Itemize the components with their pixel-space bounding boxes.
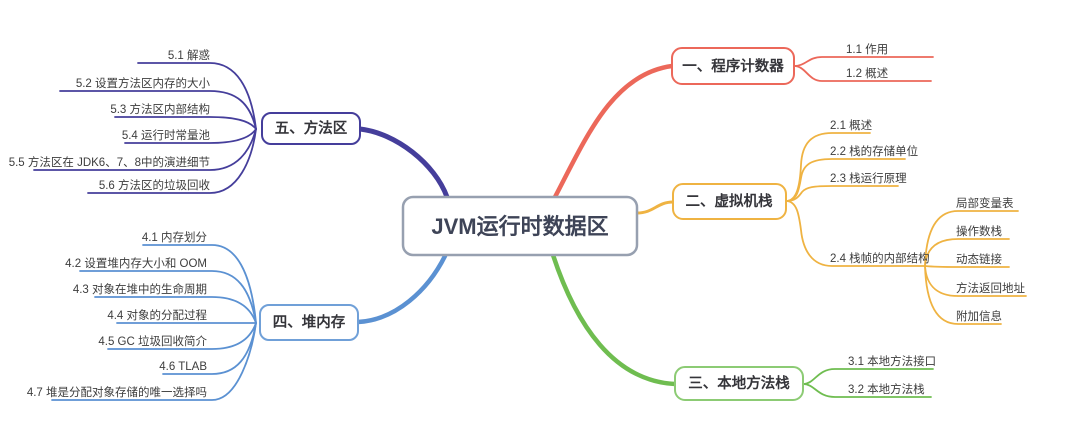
subtopic-label[interactable]: 4.2 设置堆内存大小和 OOM bbox=[65, 256, 207, 270]
topic-box-method-area[interactable] bbox=[261, 112, 361, 145]
subtopic-connector bbox=[137, 62, 257, 130]
subtopic-label[interactable]: 3.1 本地方法接口 bbox=[848, 354, 936, 368]
branch-vm-stack: 二、虚拟机栈 2.1 概述 2.2 栈的存储单位 2.3 栈运行原理 2.4 栈… bbox=[635, 119, 1027, 325]
subtopic-label[interactable]: 2.4 栈帧的内部结构 bbox=[830, 251, 930, 265]
subtopic-label[interactable]: 附加信息 bbox=[956, 309, 1002, 323]
central-topic-box[interactable] bbox=[401, 195, 639, 257]
subtopic-label[interactable]: 5.6 方法区的垃圾回收 bbox=[99, 178, 211, 192]
subtopic-connector bbox=[793, 65, 932, 82]
branch-curve bbox=[357, 126, 450, 200]
subtopic-connector bbox=[142, 244, 257, 324]
subtopic-label[interactable]: 4.7 堆是分配对象存储的唯一选择吗 bbox=[27, 385, 207, 399]
topic-label-native-method-stack[interactable]: 三、本地方法栈 bbox=[688, 374, 790, 392]
subtopic-connector bbox=[107, 322, 257, 350]
subtopic-label[interactable]: 操作数栈 bbox=[956, 224, 1002, 238]
topic-box-heap[interactable] bbox=[259, 304, 359, 341]
subtopic-connector bbox=[785, 200, 926, 267]
subtopic-label[interactable]: 4.3 对象在堆中的生命周期 bbox=[73, 282, 207, 296]
subtopic-connector bbox=[87, 128, 257, 194]
subtopic-connector bbox=[924, 210, 1019, 267]
branch-curve bbox=[635, 200, 675, 215]
central-topic: JVM运行时数据区 bbox=[401, 195, 639, 257]
branch-native-method-stack: 三、本地方法栈 3.1 本地方法接口 3.2 本地方法栈 bbox=[550, 252, 936, 401]
subtopic-label[interactable]: 5.2 设置方法区内存的大小 bbox=[76, 76, 211, 90]
branch-method-area: 五、方法区 5.1 解惑 5.2 设置方法区内存的大小 5.3 方法区内部结构 … bbox=[9, 48, 450, 200]
subtopic-label[interactable]: 4.4 对象的分配过程 bbox=[107, 308, 207, 322]
topic-box-program-counter[interactable] bbox=[671, 47, 795, 85]
subtopic-connector bbox=[79, 270, 257, 324]
subtopic-label[interactable]: 2.2 栈的存储单位 bbox=[830, 144, 918, 158]
branch-curve bbox=[355, 253, 448, 325]
subtopic-connector bbox=[59, 90, 257, 130]
subtopic-label[interactable]: 2.3 栈运行原理 bbox=[830, 171, 907, 185]
subtopic-connector bbox=[924, 265, 1002, 325]
subtopic-label[interactable]: 方法返回地址 bbox=[956, 281, 1025, 295]
subtopic-connector bbox=[924, 238, 1010, 267]
subtopic-label[interactable]: 4.5 GC 垃圾回收简介 bbox=[98, 334, 207, 348]
subtopic-label[interactable]: 动态链接 bbox=[956, 252, 1002, 266]
subtopic-connector bbox=[124, 128, 257, 144]
topic-label-vm-stack[interactable]: 二、虚拟机栈 bbox=[686, 192, 773, 210]
subtopic-connector bbox=[793, 56, 934, 67]
topic-box-vm-stack[interactable] bbox=[672, 183, 787, 220]
subtopic-label[interactable]: 5.1 解惑 bbox=[168, 48, 210, 62]
branch-program-counter: 一、程序计数器 1.1 作用 1.2 概述 bbox=[552, 43, 934, 200]
subtopic-connector bbox=[802, 368, 934, 385]
subtopic-connector bbox=[785, 132, 871, 202]
subtopic-connector bbox=[114, 116, 257, 130]
subtopic-connector bbox=[785, 185, 899, 202]
topic-label-program-counter[interactable]: 一、程序计数器 bbox=[682, 57, 784, 75]
branch-curve bbox=[550, 252, 678, 387]
topic-box-native-method-stack[interactable] bbox=[674, 366, 804, 401]
subtopic-connector bbox=[33, 128, 257, 171]
subtopic-label[interactable]: 1.2 概述 bbox=[846, 67, 889, 80]
subtopic-label[interactable]: 3.2 本地方法栈 bbox=[848, 382, 925, 396]
subtopic-connector bbox=[785, 158, 906, 202]
subtopic-connector bbox=[802, 383, 932, 398]
subtopic-label[interactable]: 局部变量表 bbox=[956, 196, 1014, 210]
subtopic-label[interactable]: 4.6 TLAB bbox=[159, 361, 207, 373]
topic-label-method-area[interactable]: 五、方法区 bbox=[275, 119, 348, 137]
subtopic-label[interactable]: 5.3 方法区内部结构 bbox=[110, 102, 210, 116]
branch-curve bbox=[552, 63, 675, 200]
central-topic-label[interactable]: JVM运行时数据区 bbox=[431, 214, 608, 239]
subtopic-connector bbox=[924, 265, 1010, 268]
subtopic-label[interactable]: 4.1 内存划分 bbox=[142, 230, 208, 244]
branch-heap: 四、堆内存 4.1 内存划分 4.2 设置堆内存大小和 OOM 4.3 对象在堆… bbox=[27, 230, 448, 401]
topic-label-heap[interactable]: 四、堆内存 bbox=[273, 313, 346, 331]
subtopic-connector bbox=[51, 322, 257, 401]
subtopic-label[interactable]: 2.1 概述 bbox=[830, 119, 873, 132]
subtopic-label[interactable]: 5.5 方法区在 JDK6、7、8中的演进细节 bbox=[9, 155, 210, 169]
subtopic-label[interactable]: 5.4 运行时常量池 bbox=[122, 129, 211, 142]
subtopic-label[interactable]: 1.1 作用 bbox=[846, 43, 888, 56]
subtopic-connector bbox=[94, 296, 257, 324]
